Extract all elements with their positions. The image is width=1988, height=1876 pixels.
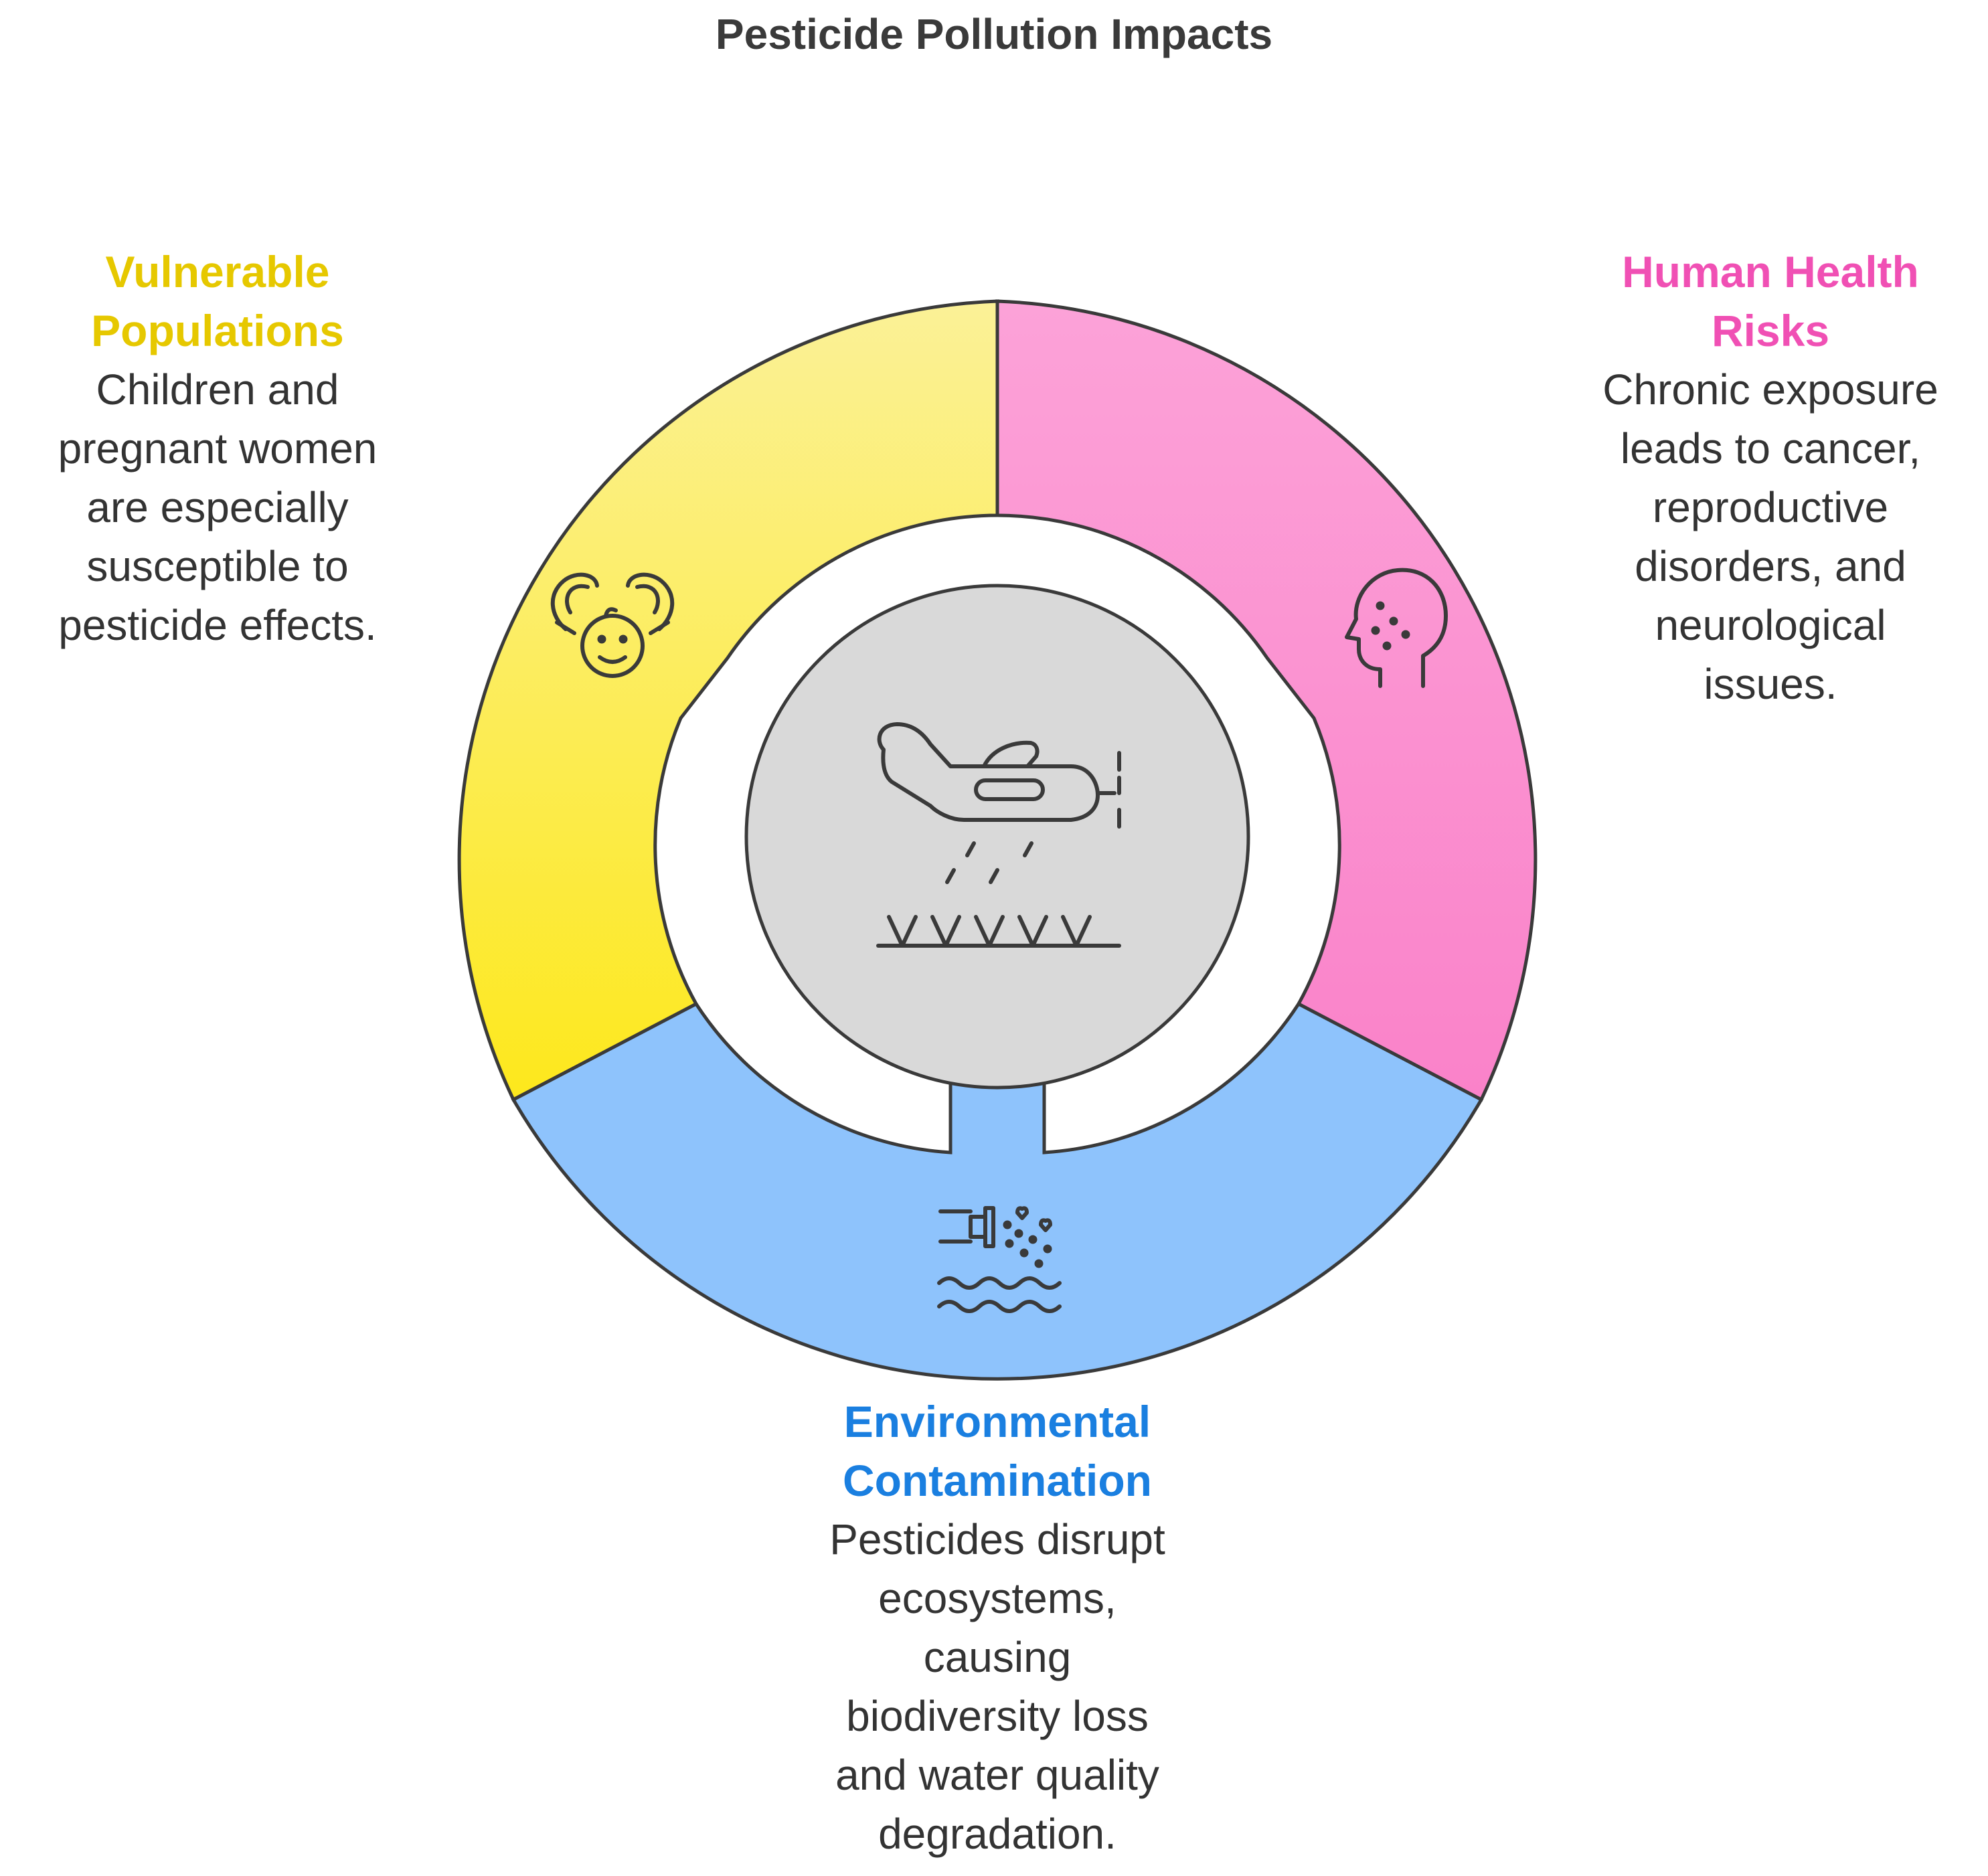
callout-description-line: ecosystems, [878, 1574, 1116, 1622]
callout-description-line: pesticide effects. [58, 601, 377, 649]
callout-heading-line: Vulnerable [105, 247, 330, 296]
callout-description: Pesticides disrupt ecosystems, causing b… [743, 1510, 1252, 1863]
callout-description-line: Chronic exposure [1602, 365, 1938, 414]
callout-description-line: Children and [96, 365, 339, 414]
ring-segment-health [995, 299, 1538, 1102]
callout-human-health-risks: Human Health Risks Chronic exposure lead… [1553, 242, 1988, 713]
pipe-polluting-water-icon [937, 1206, 1062, 1313]
callout-description-line: issues. [1704, 660, 1837, 708]
crop-duster-plane-icon [876, 722, 1121, 948]
callout-description-line: are especially [86, 483, 349, 531]
callout-description: Chronic exposure leads to cancer, reprod… [1553, 360, 1988, 713]
ring-segment-vulnerable [457, 299, 999, 1102]
diagram-title: Pesticide Pollution Impacts [715, 10, 1273, 58]
sick-head-icon [1345, 568, 1448, 688]
callout-description-line: biodiversity loss [846, 1692, 1149, 1740]
callout-description-line: Pesticides disrupt [829, 1515, 1165, 1563]
ring-segment-environment [511, 1001, 1484, 1381]
callout-description-line: degradation. [878, 1810, 1116, 1858]
callout-description-line: susceptible to [86, 542, 349, 590]
callout-description-line: causing [923, 1633, 1072, 1681]
callout-heading-line: Populations [91, 306, 344, 355]
callout-description-line: disorders, and [1635, 542, 1906, 590]
callout-heading: Vulnerable Populations [0, 242, 435, 360]
callout-heading-line: Human Health [1622, 247, 1919, 296]
callout-heading: Environmental Contamination [743, 1392, 1252, 1510]
center-circle [744, 584, 1250, 1090]
callout-environmental-contamination: Environmental Contamination Pesticides d… [743, 1392, 1252, 1863]
callout-description-line: leads to cancer, [1620, 424, 1921, 473]
hands-protecting-baby-icon [550, 572, 675, 678]
callout-heading-line: Environmental [843, 1397, 1151, 1446]
callout-description-line: neurological [1655, 601, 1886, 649]
callout-heading: Human Health Risks [1553, 242, 1988, 360]
callout-heading-line: Risks [1711, 306, 1830, 355]
callout-description-line: pregnant women [58, 424, 378, 473]
callout-description: Children and pregnant women are especial… [0, 360, 435, 655]
callout-description-line: and water quality [835, 1751, 1159, 1799]
callout-description-line: reproductive [1652, 483, 1889, 531]
callout-vulnerable-populations: Vulnerable Populations Children and preg… [0, 242, 435, 655]
callout-heading-line: Contamination [843, 1456, 1152, 1505]
